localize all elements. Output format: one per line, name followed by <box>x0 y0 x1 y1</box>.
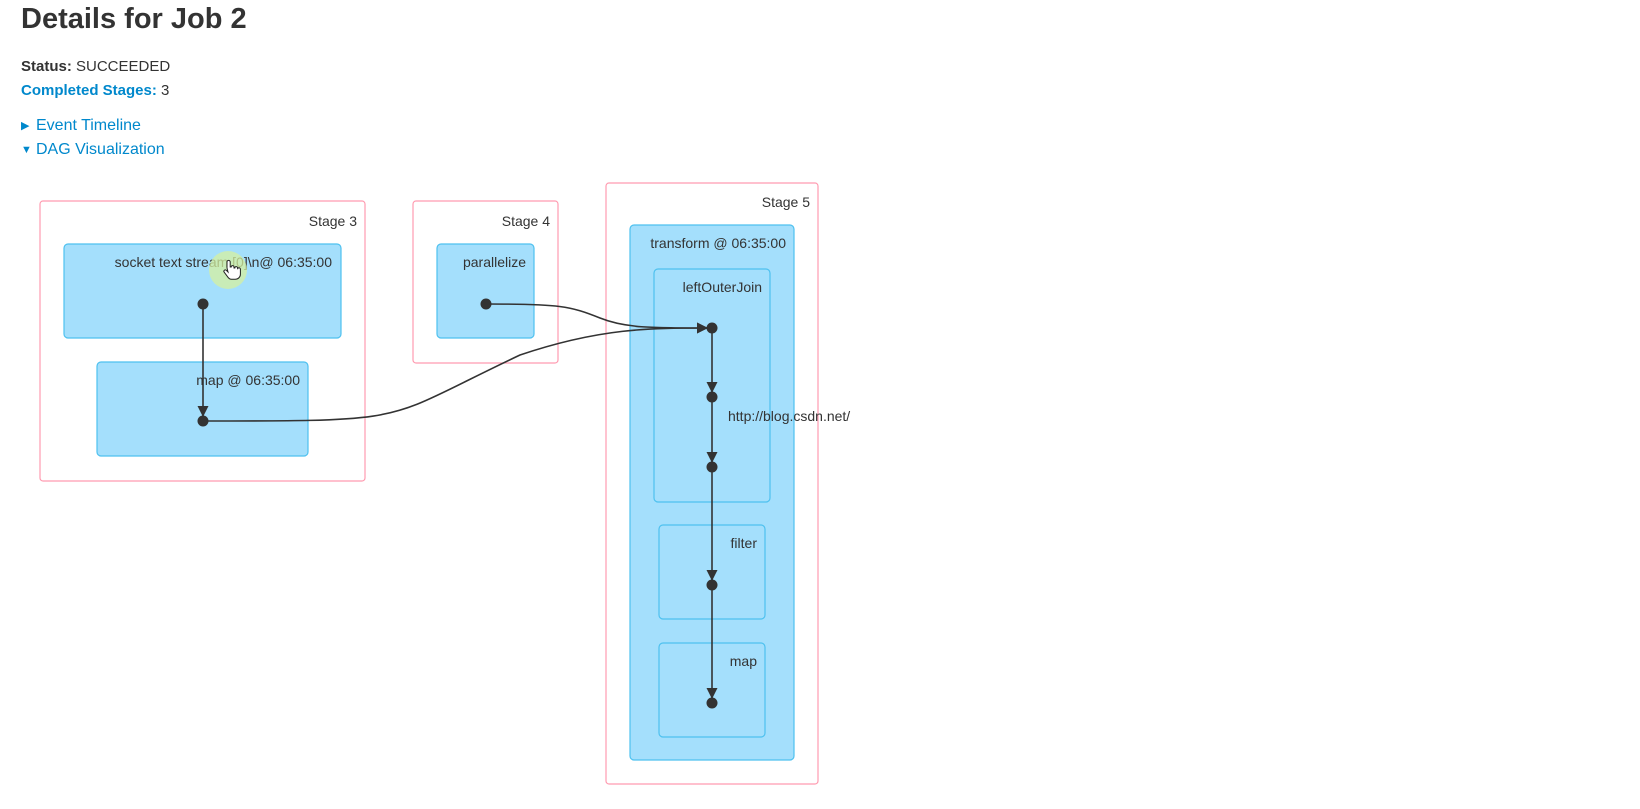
rdd-node[interactable] <box>706 391 718 403</box>
stage-5-label: Stage 5 <box>762 194 810 210</box>
rdd-node[interactable] <box>197 298 209 310</box>
status-value: SUCCEEDED <box>76 58 171 75</box>
caret-right-icon: ▶ <box>21 120 30 132</box>
caret-down-icon: ▼ <box>21 144 32 156</box>
completed-stages-row: Completed Stages: 3 <box>21 81 169 101</box>
stage-3[interactable]: Stage 3 socket text stream [0]\n@ 06:35:… <box>39 200 366 482</box>
filter-label: filter <box>731 535 758 551</box>
socket-text-stream-label: socket text stream [0]\n@ 06:35:00 <box>115 254 333 270</box>
rdd-node[interactable] <box>706 322 718 334</box>
stage-3-label: Stage 3 <box>309 213 357 229</box>
rdd-node[interactable] <box>197 415 209 427</box>
map-stage-5-label: map <box>730 653 757 669</box>
stage-5[interactable]: Stage 5 transform @ 06:35:00 leftOuterJo… <box>605 182 819 785</box>
dag-visualization-label: DAG Visualization <box>36 141 165 158</box>
stage-5-box <box>605 182 819 785</box>
completed-stages-count: 3 <box>161 82 170 99</box>
rdd-node[interactable] <box>706 579 718 591</box>
left-outer-join-label: leftOuterJoin <box>683 279 762 295</box>
stage-4[interactable]: Stage 4 parallelize <box>412 200 559 364</box>
page-title: Details for Job 2 <box>21 3 247 35</box>
event-timeline-label: Event Timeline <box>36 117 141 134</box>
completed-stages-link[interactable]: Completed Stages: <box>21 82 157 99</box>
status-label: Status: <box>21 58 72 75</box>
parallelize-label: parallelize <box>463 254 526 270</box>
dag-nodes <box>197 298 718 709</box>
rdd-node[interactable] <box>480 298 492 310</box>
map-stage-3-label: map @ 06:35:00 <box>196 372 300 388</box>
rdd-node[interactable] <box>706 697 718 709</box>
stage-4-label: Stage 4 <box>502 213 550 229</box>
dag-visualization-toggle[interactable]: ▼ DAG Visualization <box>21 140 165 160</box>
rdd-node[interactable] <box>706 461 718 473</box>
status-row: Status: SUCCEEDED <box>21 57 170 77</box>
transform-label: transform @ 06:35:00 <box>650 235 786 251</box>
event-timeline-toggle[interactable]: ▶ Event Timeline <box>21 116 141 136</box>
